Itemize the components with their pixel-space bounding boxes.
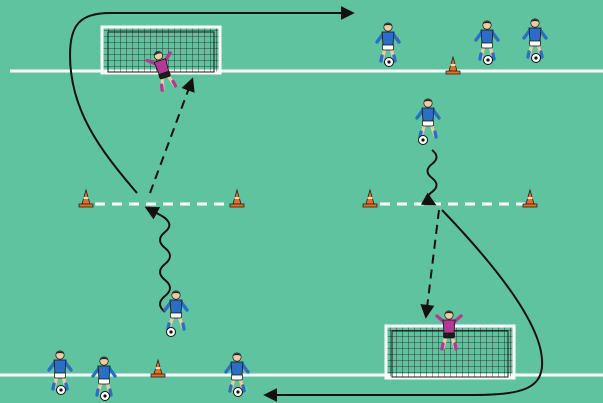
soccer-ball-icon — [57, 386, 66, 395]
soccer-ball-icon — [234, 388, 243, 397]
soccer-ball-icon — [167, 328, 176, 337]
soccer-ball-icon — [101, 392, 110, 401]
soccer-ball-icon — [385, 58, 394, 67]
soccer-ball-icon — [532, 54, 541, 63]
soccer-ball-icon — [419, 136, 428, 145]
soccer-ball-icon — [484, 56, 493, 65]
